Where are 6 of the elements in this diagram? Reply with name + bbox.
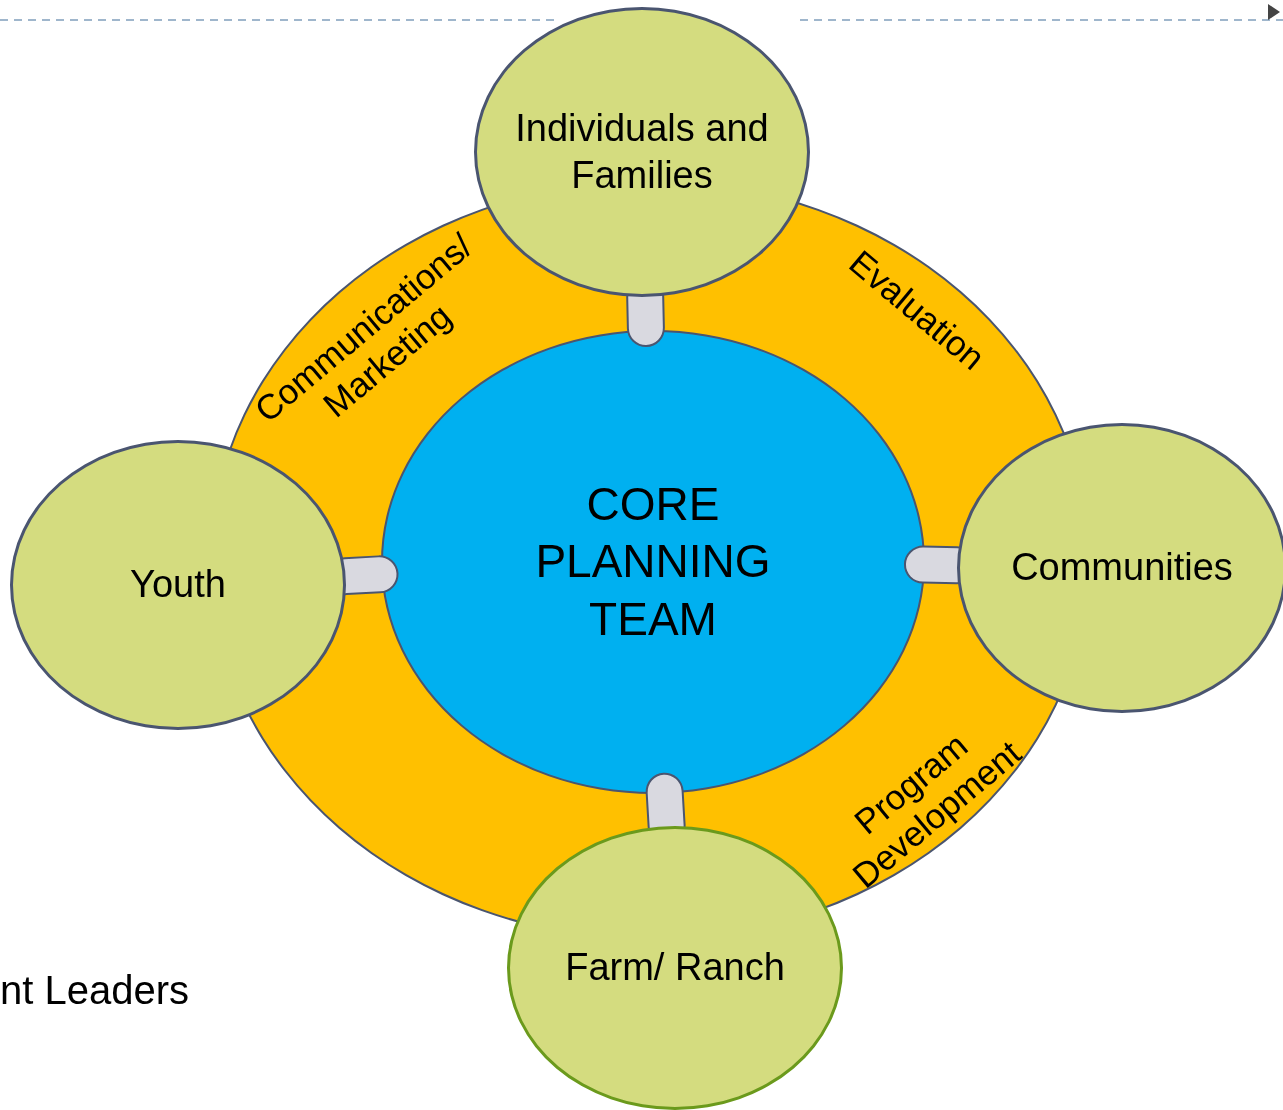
core-title: CORE PLANNING TEAM (534, 476, 772, 647)
topic-label: Communities (1010, 545, 1234, 591)
topic-label: Youth (129, 562, 227, 608)
bullet-text: nt Leaders (0, 968, 190, 1013)
topic-label: Farm/ Ranch (564, 945, 786, 991)
topic-label: Individuals and Families (514, 105, 770, 198)
